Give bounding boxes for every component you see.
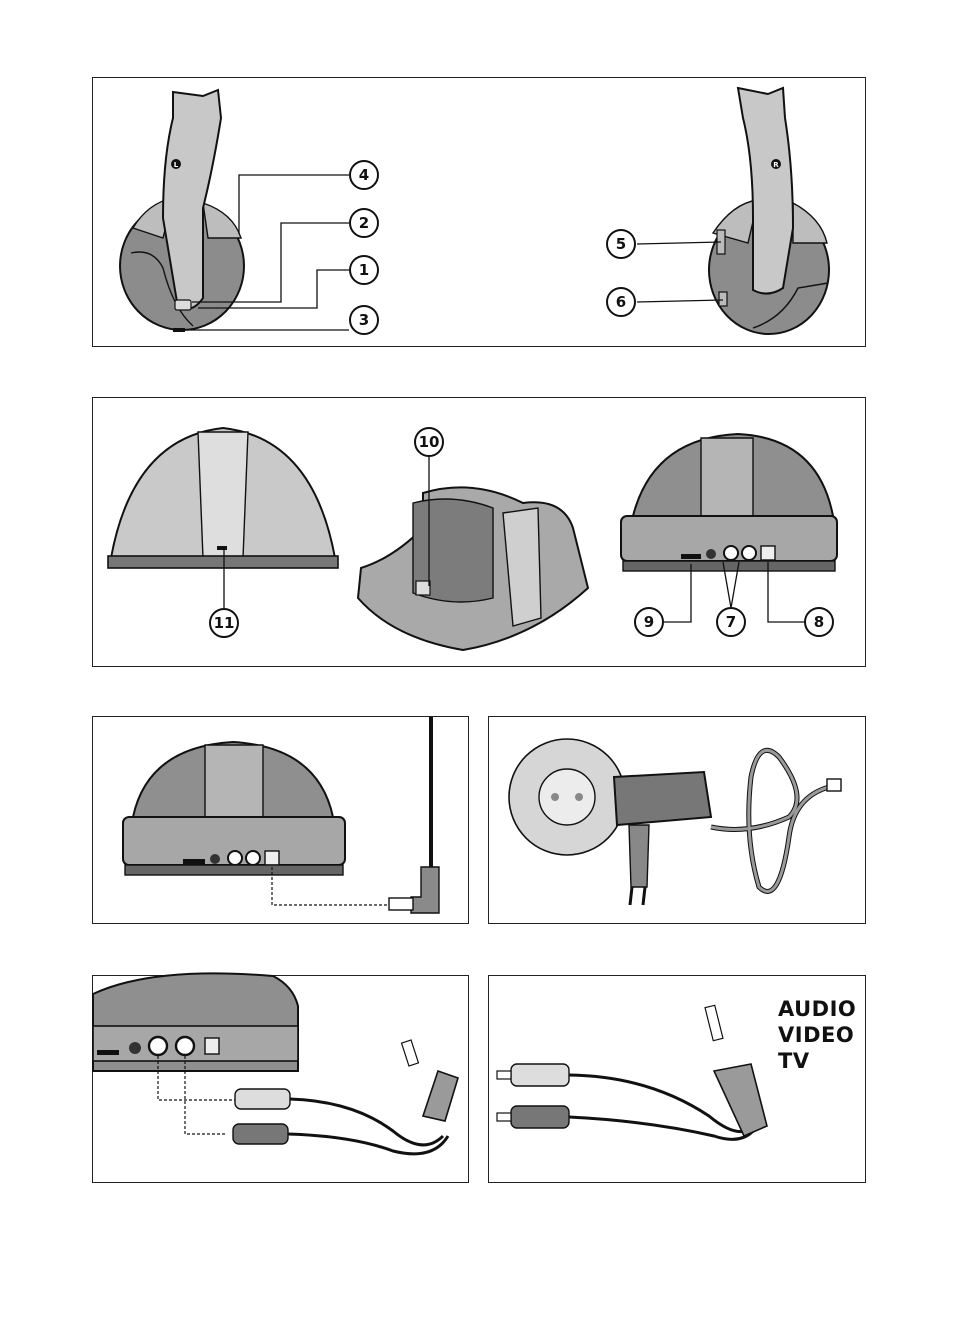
callout-6: 6 <box>607 288 635 316</box>
callout-4: 4 <box>350 161 378 189</box>
power-plug-icon <box>389 898 413 910</box>
power-adapter-icon <box>614 772 711 825</box>
svg-text:11: 11 <box>214 614 235 632</box>
rca-red-plug-icon <box>233 1124 288 1144</box>
svg-text:4: 4 <box>359 166 369 184</box>
svg-text:3: 3 <box>359 311 369 329</box>
svg-text:1: 1 <box>359 261 369 279</box>
rca-right-icon <box>742 546 756 560</box>
figure-audio-connection-panel <box>92 975 469 1183</box>
rca-red-plug-icon <box>511 1106 569 1128</box>
rca-left-icon <box>724 546 738 560</box>
svg-text:10: 10 <box>419 433 440 451</box>
av-cable-labels: AUDIO VIDEO TV <box>778 996 856 1074</box>
label-video: VIDEO <box>778 1022 856 1048</box>
callout-10: 10 <box>415 428 443 456</box>
callout-1: 1 <box>350 256 378 284</box>
right-marker-label: R <box>773 161 779 169</box>
callout-11: 11 <box>210 609 238 637</box>
mini-jack-plug-icon <box>423 1071 458 1121</box>
figure-headphones-panel: L R 4 2 <box>92 77 866 347</box>
svg-text:8: 8 <box>814 613 824 631</box>
svg-text:2: 2 <box>359 214 369 232</box>
power-adapter-illustration <box>489 717 867 925</box>
figure-power-adapter-panel <box>488 716 866 924</box>
rca-white-plug-icon <box>235 1089 290 1109</box>
left-marker-label: L <box>174 161 179 169</box>
callout-9: 9 <box>635 608 663 636</box>
callout-8: 8 <box>805 608 833 636</box>
figure-transmitter-panel: 11 10 <box>92 397 866 667</box>
callout-3: 3 <box>350 306 378 334</box>
callout-leaders <box>173 175 723 330</box>
label-tv: TV <box>778 1048 856 1074</box>
svg-text:9: 9 <box>644 613 654 631</box>
transmitter-illustration: 11 10 <box>93 398 867 668</box>
rca-white-plug-icon <box>511 1064 569 1086</box>
dc-in-icon <box>761 546 775 560</box>
svg-text:5: 5 <box>616 235 626 253</box>
audio-jack-icon <box>706 549 716 559</box>
charging-pin-icon <box>416 581 430 595</box>
power-switch-icon <box>175 300 191 310</box>
transmitter-front-view <box>108 428 338 568</box>
transmitter-rear-view <box>621 434 837 571</box>
svg-text:6: 6 <box>616 293 626 311</box>
headphones-illustration: L R 4 2 <box>93 78 867 348</box>
callout-7: 7 <box>717 608 745 636</box>
channel-switch-icon <box>681 554 701 559</box>
callout-5: 5 <box>607 230 635 258</box>
dc-connector-icon <box>827 779 841 791</box>
svg-text:7: 7 <box>726 613 736 631</box>
callout-2: 2 <box>350 209 378 237</box>
label-audio: AUDIO <box>778 996 856 1022</box>
figure-power-connection-panel <box>92 716 469 924</box>
figure-av-cable-panel: AUDIO VIDEO TV <box>488 975 866 1183</box>
power-connection-illustration <box>93 717 470 925</box>
audio-connection-illustration <box>93 976 470 1184</box>
indicator-light-icon <box>217 546 227 550</box>
transmitter-perspective-view <box>358 487 588 650</box>
tuning-control-icon <box>719 292 727 306</box>
